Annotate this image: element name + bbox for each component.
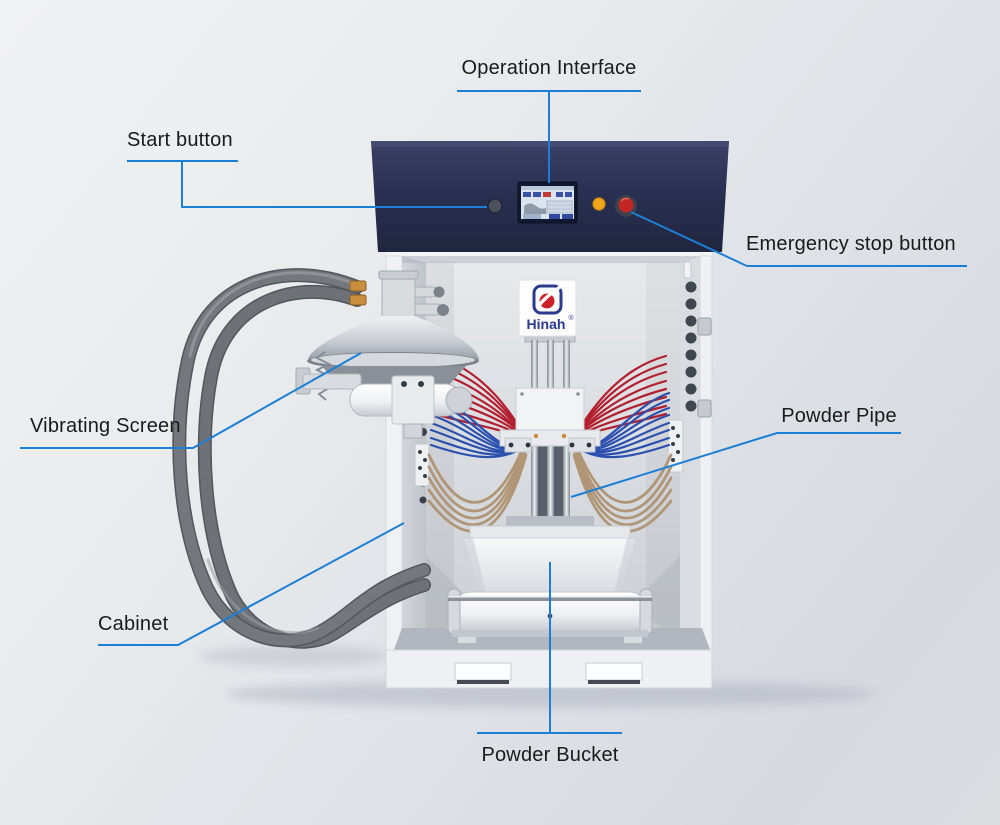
vent-slot <box>454 662 512 681</box>
door-hinge <box>697 317 712 336</box>
leader-vibrating-screen <box>20 352 362 449</box>
vibrating-screen <box>295 270 479 439</box>
powder-pipes-tan <box>427 448 673 533</box>
logo-text: Hinah <box>527 316 566 332</box>
label-powder-bucket: Powder Bucket <box>481 744 619 766</box>
leader-start-button <box>127 160 487 208</box>
touchscreen <box>517 181 578 224</box>
leader-powder-bucket <box>477 562 622 734</box>
tube-anchor-blocks <box>414 419 684 487</box>
start-button <box>487 198 503 214</box>
powder-hoses <box>172 268 431 649</box>
leader-cabinet <box>98 522 405 646</box>
label-emergency-stop-button: Emergency stop button <box>746 233 956 255</box>
label-powder-pipe: Powder Pipe <box>781 405 897 427</box>
label-start-button: Start button <box>127 129 233 151</box>
wall-grommets-right <box>685 281 697 412</box>
door-hinge <box>697 399 712 418</box>
leader-lines <box>20 90 967 734</box>
leader-emergency-stop <box>630 211 967 267</box>
hinah-logo-plate: Hinah ® <box>518 279 577 337</box>
hose-fitting <box>349 280 367 292</box>
indicator-light <box>592 197 606 211</box>
label-cabinet: Cabinet <box>98 613 169 635</box>
gun-manifold <box>499 387 601 453</box>
logo-registered-mark: ® <box>568 314 574 322</box>
logo-mark-icon <box>532 284 563 315</box>
label-vibrating-screen: Vibrating Screen <box>30 415 181 437</box>
leader-operation-interface <box>457 90 641 183</box>
leader-powder-pipe <box>570 432 901 498</box>
hose-fitting <box>349 294 367 306</box>
label-operation-interface: Operation Interface <box>461 57 637 79</box>
vent-slot <box>585 662 643 681</box>
